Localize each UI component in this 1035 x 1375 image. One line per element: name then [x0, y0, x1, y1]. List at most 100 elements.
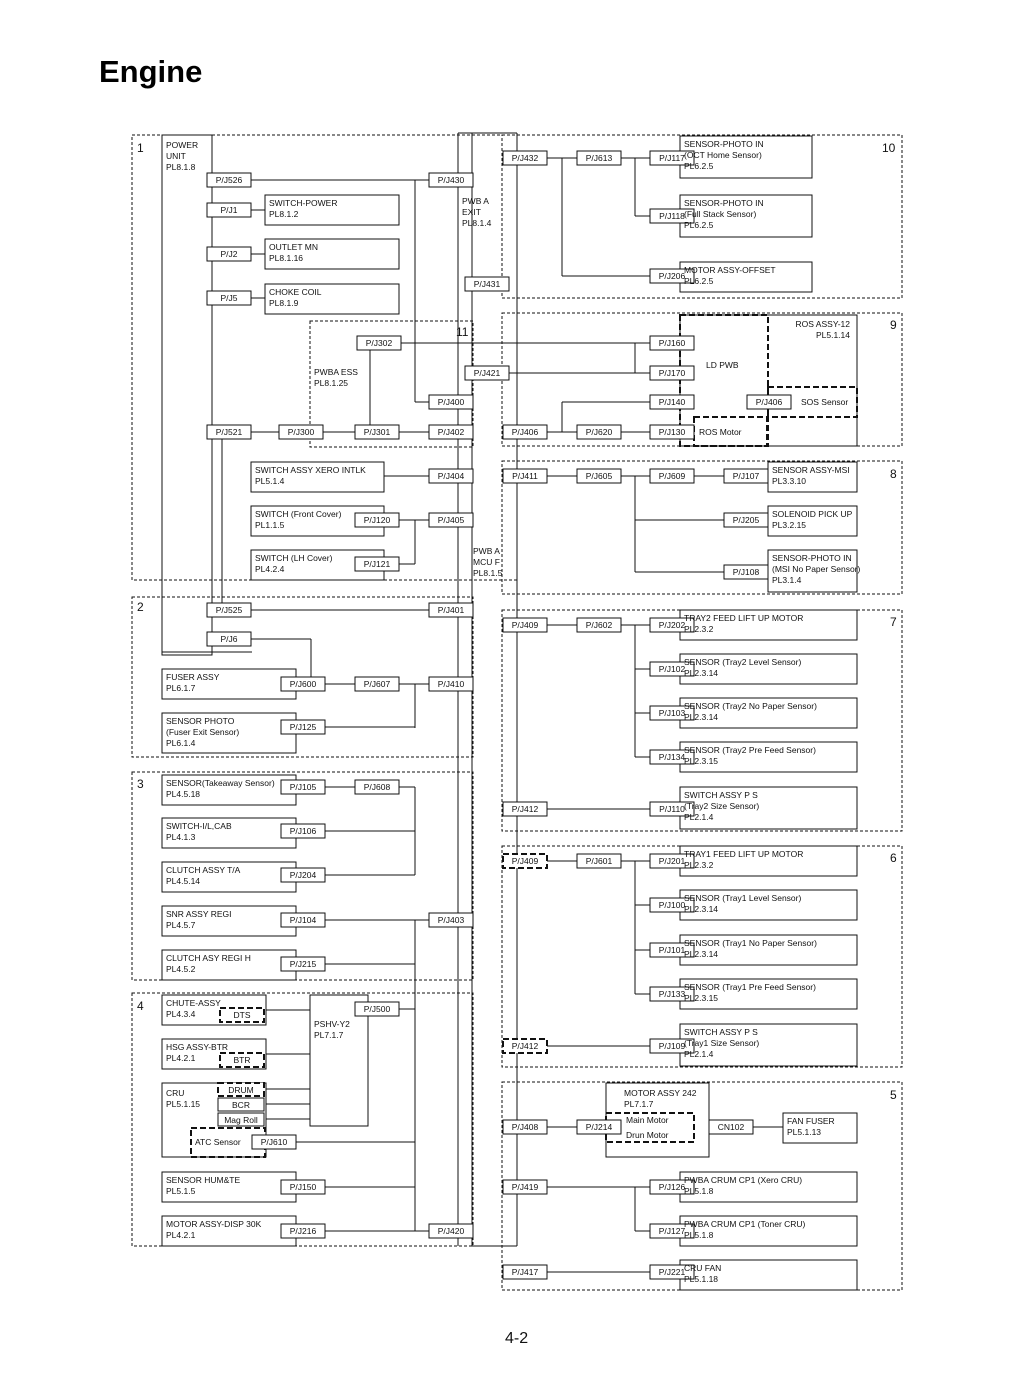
connector-label-j134: P/J134 — [659, 752, 686, 762]
component-fuser_exit — [161, 712, 297, 754]
component-label-motor_offset-line-1: MOTOR ASSY-OFFSET — [684, 265, 776, 275]
connector-label-j105: P/J105 — [290, 782, 317, 792]
connector-j421 — [464, 365, 510, 381]
connector-label-j205: P/J205 — [733, 515, 760, 525]
connector-j605 — [576, 468, 622, 484]
connector-j101 — [649, 942, 695, 958]
connector-j620 — [576, 424, 622, 440]
zone-number-z10: 10 — [882, 141, 896, 155]
connector-j401 — [428, 602, 474, 618]
connector-j221 — [649, 1264, 695, 1280]
pwba-mcu-label-line-3: PL8.1.5 — [473, 568, 503, 578]
component-clutch_ta — [161, 861, 297, 893]
component-boxes — [161, 134, 858, 1291]
connector-label-j201: P/J201 — [659, 856, 686, 866]
connector-label-j409b: P/J409 — [512, 856, 539, 866]
component-cru_fan — [679, 1259, 858, 1291]
component-label-switch_power-line-2: PL8.1.2 — [269, 209, 299, 219]
component-label-crum_toner-line-1: PWBA CRUM CP1 (Toner CRU) — [684, 1219, 806, 1229]
component-label-cru_fan-line-1: CRU FAN — [684, 1263, 721, 1273]
connector-j420 — [428, 1223, 474, 1239]
connector-j602 — [576, 617, 622, 633]
connector-j408 — [502, 1119, 548, 1135]
pwba-mcu-label-line-1: PWB A — [473, 546, 500, 556]
connector-j121 — [354, 556, 400, 572]
component-switch_power — [264, 194, 400, 226]
zone-number-z8: 8 — [890, 467, 897, 481]
connector-j204 — [280, 867, 326, 883]
connector-j120 — [354, 512, 400, 528]
connector-label-j133: P/J133 — [659, 989, 686, 999]
zone-frame-z10 — [501, 134, 903, 299]
connector-label-j613: P/J613 — [586, 153, 613, 163]
component-label-front_cover-line-1: SWITCH (Front Cover) — [255, 509, 342, 519]
zone-number-z7: 7 — [890, 615, 897, 629]
connector-j107 — [723, 468, 769, 484]
zone-number-z1: 1 — [137, 141, 144, 155]
component-label-xero_intlk-line-2: PL5.1.4 — [255, 476, 285, 486]
connector-j215 — [280, 956, 326, 972]
component-crum_xero — [679, 1171, 858, 1203]
pwba-exit-label-line-2: EXIT — [462, 207, 481, 217]
connector-label-j406: P/J406 — [512, 427, 539, 437]
component-label-takeaway-line-1: SENSOR(Takeaway Sensor) — [166, 778, 275, 788]
connector-j409b — [502, 853, 548, 869]
component-label-clutch_ta-line-2: PL4.5.14 — [166, 876, 200, 886]
cru-label-line-1: CRU — [166, 1088, 184, 1098]
connectors — [206, 150, 792, 1280]
connector-label-j526: P/J526 — [216, 175, 243, 185]
page-number: 4-2 — [505, 1330, 529, 1347]
connector-j117 — [649, 150, 695, 166]
motor-242-label-line-2: PL7.1.7 — [624, 1099, 654, 1109]
ros-motor-label: ROS Motor — [699, 427, 742, 437]
component-switch_il — [161, 817, 297, 849]
component-label-disp_motor-line-1: MOTOR ASSY-DISP 30K — [166, 1219, 262, 1229]
component-label-oct_home-line-3: PL6.2.5 — [684, 161, 714, 171]
connector-j5 — [206, 290, 252, 306]
connector-label-j607: P/J607 — [364, 679, 391, 689]
mag-roll-label: Mag Roll — [224, 1115, 258, 1125]
connector-label-j430: P/J430 — [438, 175, 465, 185]
btr-label: BTR — [234, 1055, 251, 1065]
bcr-label: BCR — [232, 1100, 250, 1110]
connector-j525 — [206, 602, 252, 618]
component-label-front_cover-line-2: PL1.1.5 — [255, 520, 285, 530]
component-label-fuser_exit-line-3: PL6.1.4 — [166, 738, 196, 748]
component-fan_fuser — [782, 1112, 858, 1144]
connector-j160 — [649, 335, 695, 351]
connector-label-j214: P/J214 — [586, 1122, 613, 1132]
connector-j106 — [280, 823, 326, 839]
connector-label-j401: P/J401 — [438, 605, 465, 615]
zone-number-z5: 5 — [890, 1088, 897, 1102]
connector-label-j410: P/J410 — [438, 679, 465, 689]
component-label-switch_power-line-1: SWITCH-POWER — [269, 198, 337, 208]
connector-label-j409: P/J409 — [512, 620, 539, 630]
component-label-lh_cover-line-2: PL4.2.4 — [255, 564, 285, 574]
connector-j601 — [576, 853, 622, 869]
component-label-tray2_size-line-1: SWITCH ASSY P S — [684, 790, 758, 800]
connector-label-j101: P/J101 — [659, 945, 686, 955]
connector-j150 — [280, 1179, 326, 1195]
zone-frame-z11 — [309, 320, 474, 448]
component-label-switch_il-line-2: PL4.1.3 — [166, 832, 196, 842]
component-label-takeaway-line-2: PL4.5.18 — [166, 789, 200, 799]
component-tray2_lift — [679, 609, 858, 641]
component-label-snr_regi-line-1: SNR ASSY REGI — [166, 909, 232, 919]
component-label-tray2_prefeed-line-1: SENSOR (Tray2 Pre Feed Sensor) — [684, 745, 816, 755]
connector-label-j216: P/J216 — [290, 1226, 317, 1236]
zone-number-z4: 4 — [137, 999, 144, 1013]
power-unit-label-line-3: PL8.1.8 — [166, 162, 196, 172]
connector-j140 — [649, 394, 695, 410]
component-label-xero_intlk-line-1: SWITCH ASSY XERO INTLK — [255, 465, 366, 475]
component-solenoid — [767, 505, 858, 537]
zone-number-z6: 6 — [890, 851, 897, 865]
connector-j607 — [354, 676, 400, 692]
connector-j500 — [354, 1001, 400, 1017]
connector-j430 — [428, 172, 474, 188]
connector-j109 — [649, 1038, 695, 1054]
zone-frame-z8 — [501, 460, 903, 595]
connector-label-j100: P/J100 — [659, 900, 686, 910]
connector-j432 — [502, 150, 548, 166]
main-motor-label: Main Motor — [626, 1115, 669, 1125]
component-tray1_prefeed — [679, 978, 858, 1010]
